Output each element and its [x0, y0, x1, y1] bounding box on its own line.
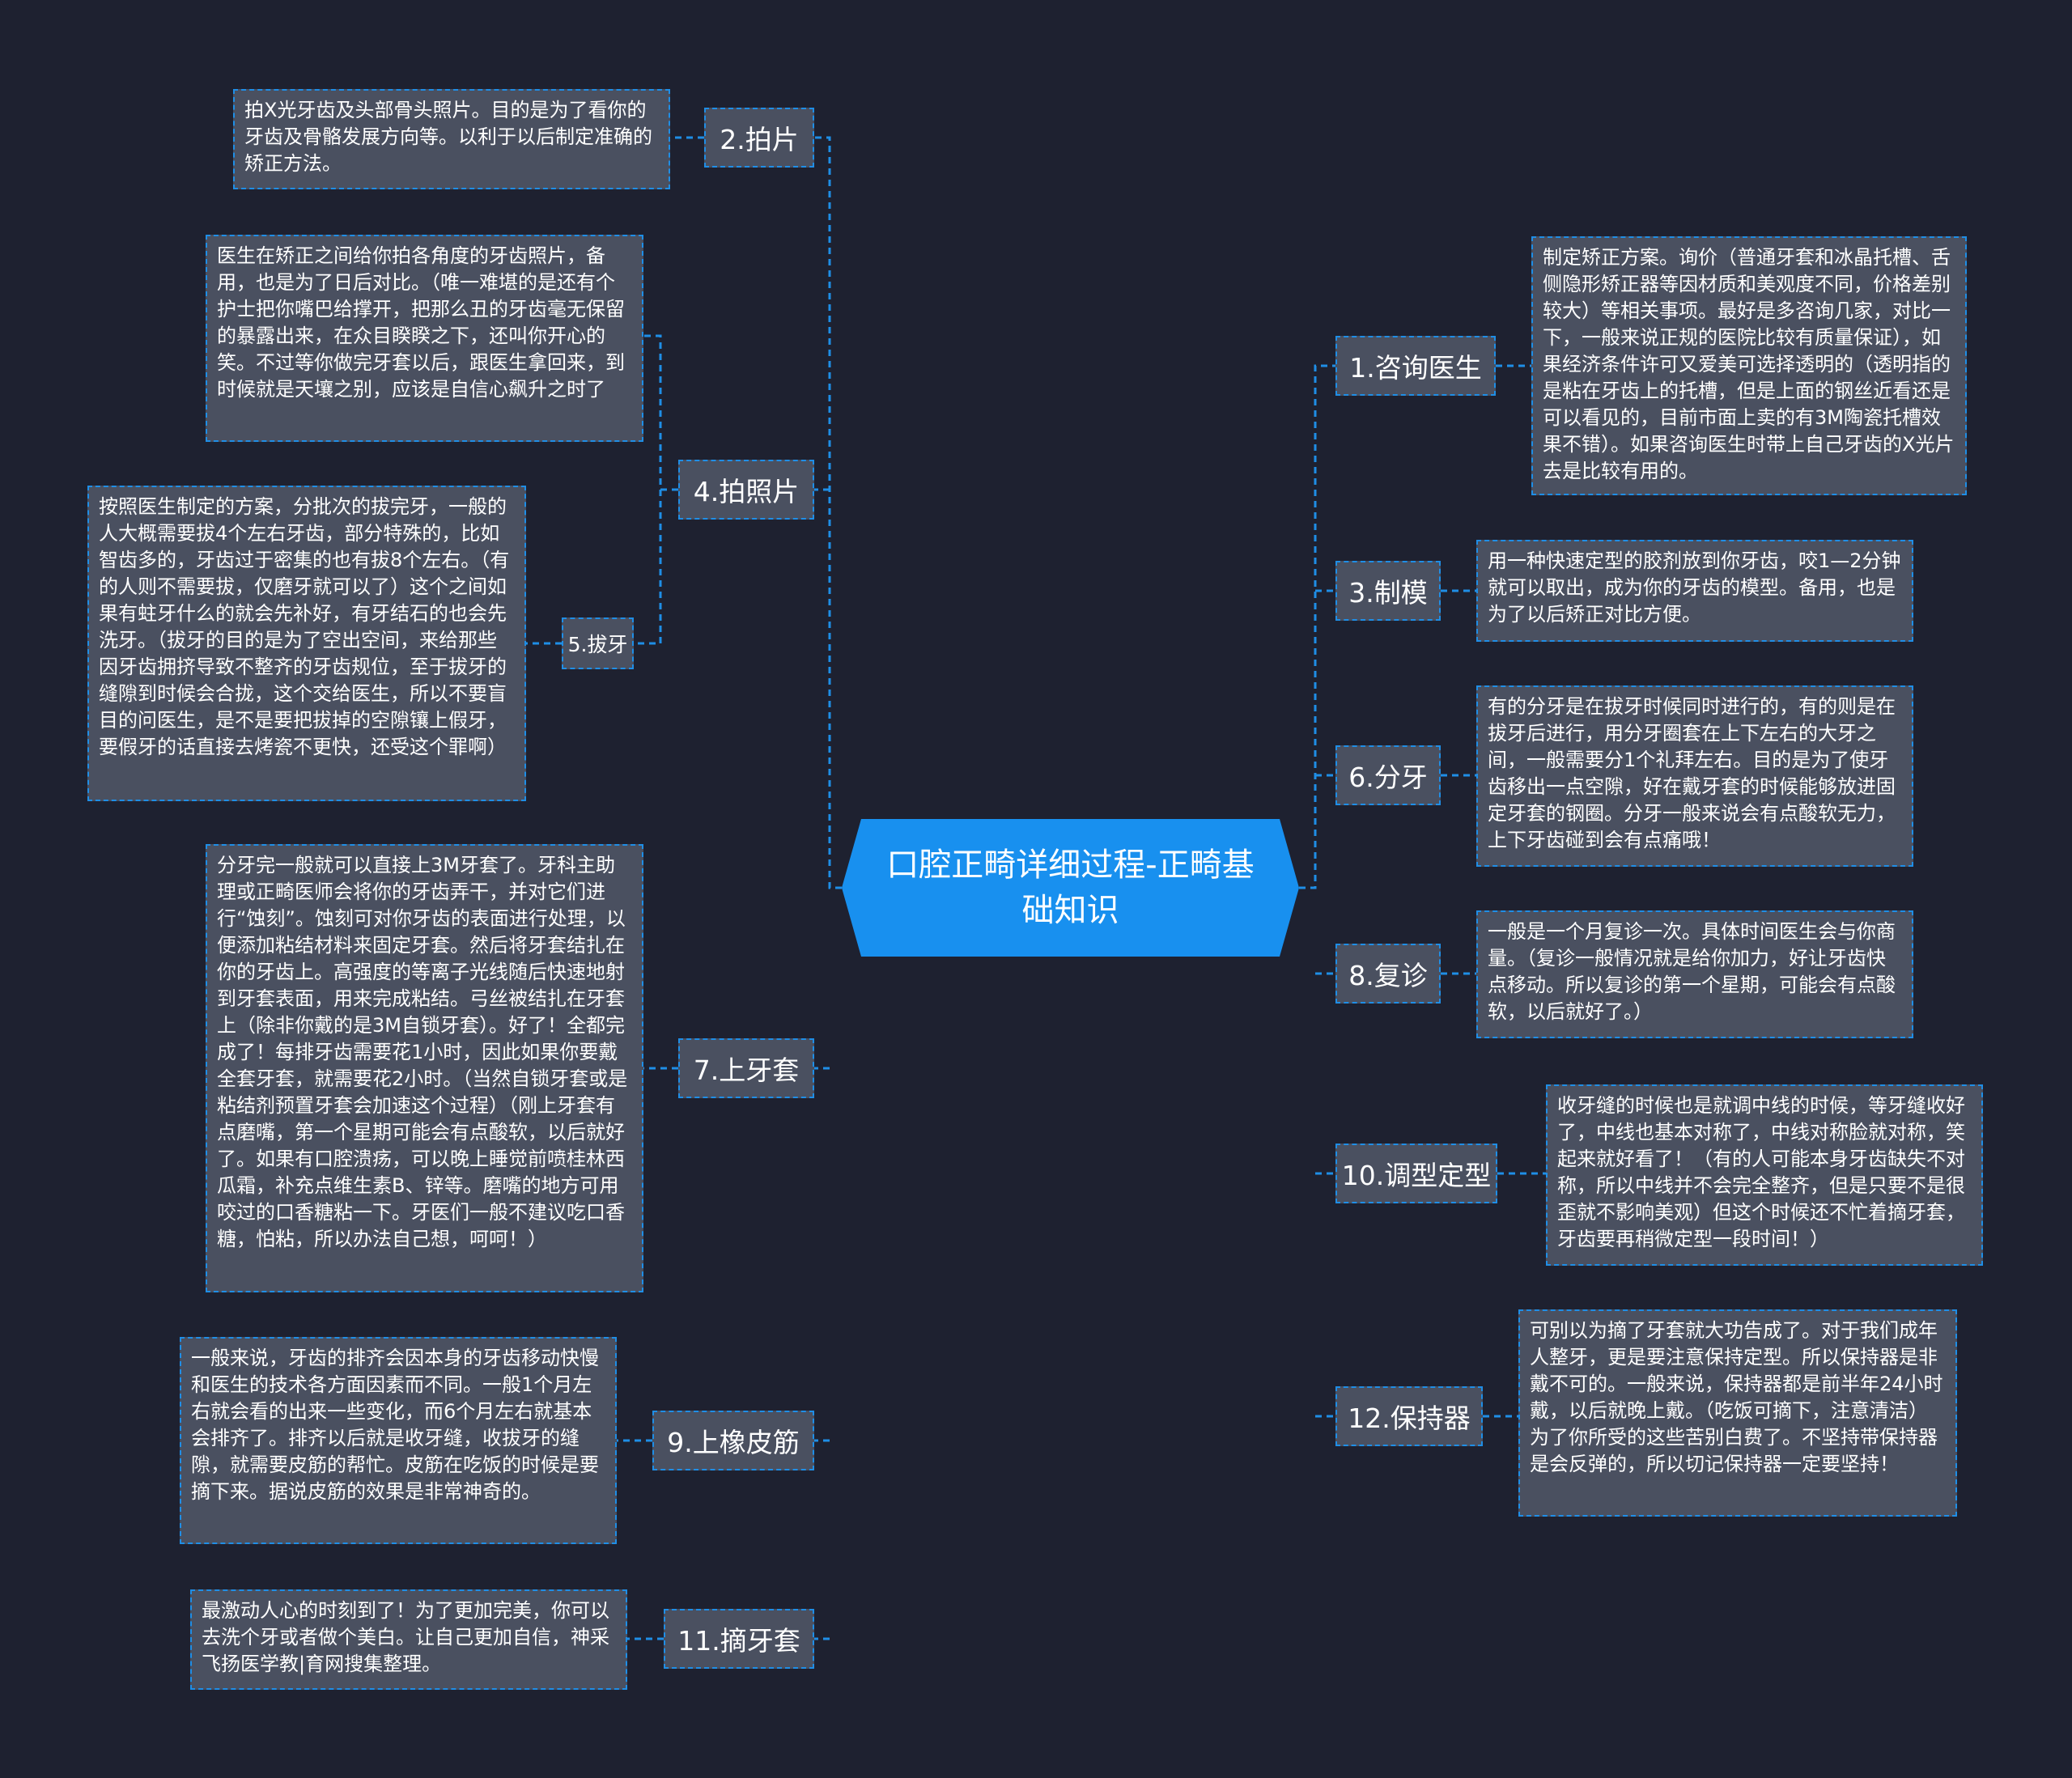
branch-braces-on[interactable]: 7.上牙套	[678, 1038, 814, 1098]
branch-mold[interactable]: 3.制模	[1335, 561, 1441, 621]
note-braces-on: 分牙完一般就可以直接上3M牙套了。牙科主助理或正畸医师会将你的牙齿弄干，并对它们…	[206, 844, 643, 1292]
branch-photos[interactable]: 4.拍照片	[678, 460, 814, 520]
note-follow-up: 一般是一个月复诊一次。具体时间医生会与你商量。（复诊一般情况就是给你加力，好让牙…	[1476, 910, 1913, 1038]
note-extraction: 按照医生制定的方案，分批次的拔完牙，一般的人大概需要拔4个左右牙齿，部分特殊的，…	[87, 486, 526, 801]
branch-adjust-shape[interactable]: 10.调型定型	[1335, 1144, 1497, 1203]
branch-retainer[interactable]: 12.保持器	[1335, 1386, 1483, 1446]
branch-xray[interactable]: 2.拍片	[704, 108, 814, 168]
branch-extraction[interactable]: 5.拔牙	[562, 617, 634, 669]
branch-consult-doctor[interactable]: 1.咨询医生	[1335, 336, 1496, 396]
note-mold: 用一种快速定型的胶剂放到你牙齿，咬1—2分钟就可以取出，成为你的牙齿的模型。备用…	[1476, 540, 1913, 642]
note-rubber-bands: 一般来说，牙齿的排齐会因本身的牙齿移动快慢和医生的技术各方面因素而不同。一般1个…	[180, 1337, 617, 1544]
note-retainer: 可别以为摘了牙套就大功告成了。对于我们成年人整牙，更是要注意保持定型。所以保持器…	[1518, 1309, 1957, 1517]
branch-rubber-bands[interactable]: 9.上橡皮筋	[652, 1411, 814, 1470]
central-topic[interactable]: 口腔正畸详细过程-正畸基础知识	[842, 819, 1299, 957]
note-braces-off: 最激动人心的时刻到了！为了更加完美，你可以去洗个牙或者做个美白。让自己更加自信，…	[190, 1589, 627, 1690]
branch-follow-up[interactable]: 8.复诊	[1335, 944, 1441, 1004]
branch-braces-off[interactable]: 11.摘牙套	[664, 1609, 814, 1669]
note-adjust-shape: 收牙缝的时候也是就调中线的时候，等牙缝收好了，中线也基本对称了，中线对称脸就对称…	[1546, 1084, 1983, 1266]
note-separate-teeth: 有的分牙是在拔牙时候同时进行的，有的则是在拔牙后进行，用分牙圈套在上下左右的大牙…	[1476, 685, 1913, 867]
branch-separate-teeth[interactable]: 6.分牙	[1335, 745, 1441, 805]
note-photos: 医生在矫正之间给你拍各角度的牙齿照片，备用，也是为了日后对比。（唯一难堪的是还有…	[206, 235, 643, 442]
note-xray: 拍X光牙齿及头部骨头照片。目的是为了看你的牙齿及骨骼发展方向等。以利于以后制定准…	[233, 89, 670, 189]
note-consult-doctor: 制定矫正方案。询价（普通牙套和冰晶托槽、舌侧隐形矫正器等因材质和美观度不同，价格…	[1531, 236, 1967, 495]
